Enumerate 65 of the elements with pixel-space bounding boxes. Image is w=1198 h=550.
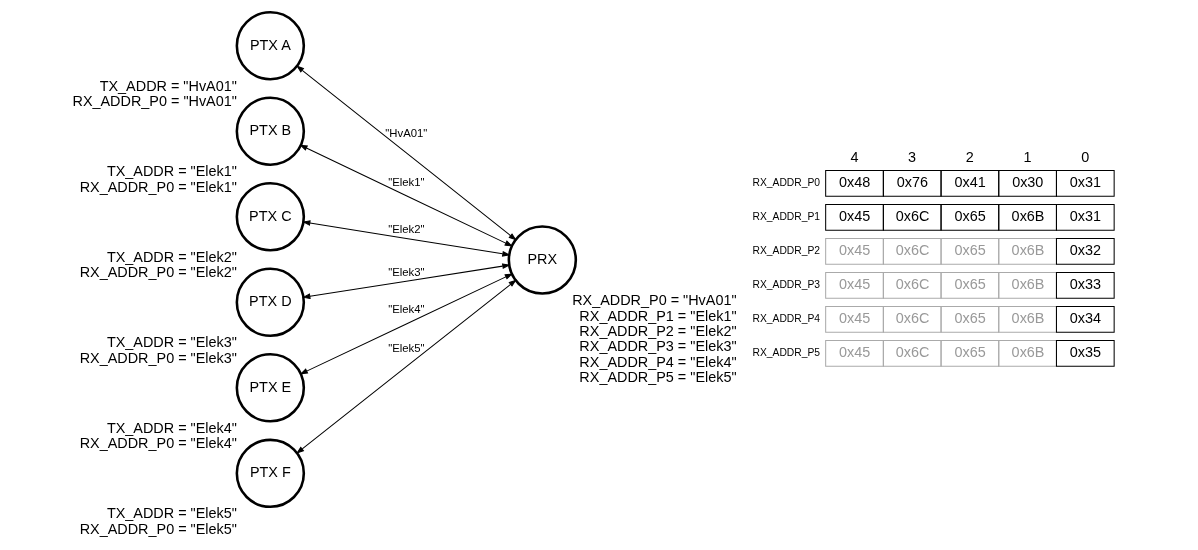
- label: 0x65: [954, 242, 986, 259]
- edge-label: "HvA01": [385, 127, 428, 140]
- label: 0x65: [954, 344, 986, 361]
- node-label: TX_ADDR = "Elek1": [106, 163, 237, 180]
- node-label: RX_ADDR_P2 = "Elek2": [579, 322, 737, 339]
- edge-label: "Elek1": [388, 175, 425, 188]
- node-label: TX_ADDR = "Elek4": [106, 419, 237, 436]
- node-label: RX_ADDR_P0 = "Elek3": [79, 349, 237, 366]
- node-label: RX_ADDR_P0 = "HvA01": [72, 93, 237, 110]
- label: 0x65: [954, 276, 986, 293]
- node-label: TX_ADDR = "Elek2": [106, 248, 237, 265]
- label: 1: [1023, 149, 1032, 166]
- label: 0x31: [1069, 174, 1102, 191]
- label: RX_ADDR_P4: [752, 312, 821, 324]
- label: 2: [965, 149, 974, 166]
- node-label: RX_ADDR_P3 = "Elek3": [579, 338, 737, 355]
- label: 0x6B: [1011, 242, 1045, 259]
- node-label: RX_ADDR_P0 = "Elek5": [79, 520, 237, 537]
- node-label: RX_ADDR_P0 = "Elek1": [79, 178, 237, 195]
- label: 0x33: [1069, 276, 1102, 293]
- label: 3: [908, 149, 917, 166]
- label: 0x45: [839, 344, 871, 361]
- node-label: TX_ADDR = "Elek5": [106, 505, 237, 522]
- label: RX_ADDR_P3: [752, 278, 821, 290]
- label: 0x30: [1012, 174, 1044, 191]
- node-label: RX_ADDR_P4 = "Elek4": [579, 353, 737, 370]
- label: 0x31: [1069, 208, 1102, 225]
- label: 0x45: [839, 276, 871, 293]
- edge-label: "Elek2": [388, 223, 425, 236]
- label: 0: [1081, 149, 1090, 166]
- label: 0x65: [954, 310, 986, 327]
- label: 0x6B: [1011, 310, 1045, 327]
- node-label: RX_ADDR_P0 = "Elek2": [79, 264, 237, 281]
- label: 0x6C: [895, 242, 930, 259]
- label: 0x41: [954, 174, 986, 191]
- node-label: RX_ADDR_P0 = "HvA01": [572, 292, 737, 309]
- node-label: TX_ADDR = "Elek3": [106, 334, 237, 351]
- label: 0x48: [839, 174, 871, 191]
- node-label: RX_ADDR_P1 = "Elek1": [579, 307, 737, 324]
- label: 0x34: [1069, 310, 1102, 327]
- label: 0x6B: [1011, 344, 1045, 361]
- label: 0x6C: [895, 344, 930, 361]
- edge-label: "Elek4": [388, 303, 425, 316]
- label: 0x45: [839, 310, 871, 327]
- label: 0x6C: [895, 276, 930, 293]
- label: 0x76: [896, 174, 929, 191]
- edge-label: "Elek5": [388, 341, 425, 354]
- label: RX_ADDR_P5: [752, 346, 821, 358]
- label: 0x35: [1069, 344, 1102, 361]
- label: 0x6B: [1011, 208, 1045, 225]
- label: 0x6B: [1011, 276, 1045, 293]
- label: 0x45: [839, 242, 871, 259]
- label: 0x32: [1069, 242, 1102, 259]
- edge-label: "Elek3": [388, 266, 425, 279]
- label: 0x6C: [895, 310, 930, 327]
- label: RX_ADDR_P0: [752, 176, 821, 188]
- node-label: TX_ADDR = "HvA01": [99, 77, 237, 94]
- label: 0x6C: [895, 208, 930, 225]
- node-label: RX_ADDR_P0 = "Elek4": [79, 435, 237, 452]
- label: RX_ADDR_P2: [752, 244, 821, 256]
- label: RX_ADDR_P1: [752, 210, 821, 222]
- label: 0x45: [839, 208, 871, 225]
- label: 0x65: [954, 208, 986, 225]
- node-label: RX_ADDR_P5 = "Elek5": [579, 369, 737, 386]
- label: 4: [850, 149, 859, 166]
